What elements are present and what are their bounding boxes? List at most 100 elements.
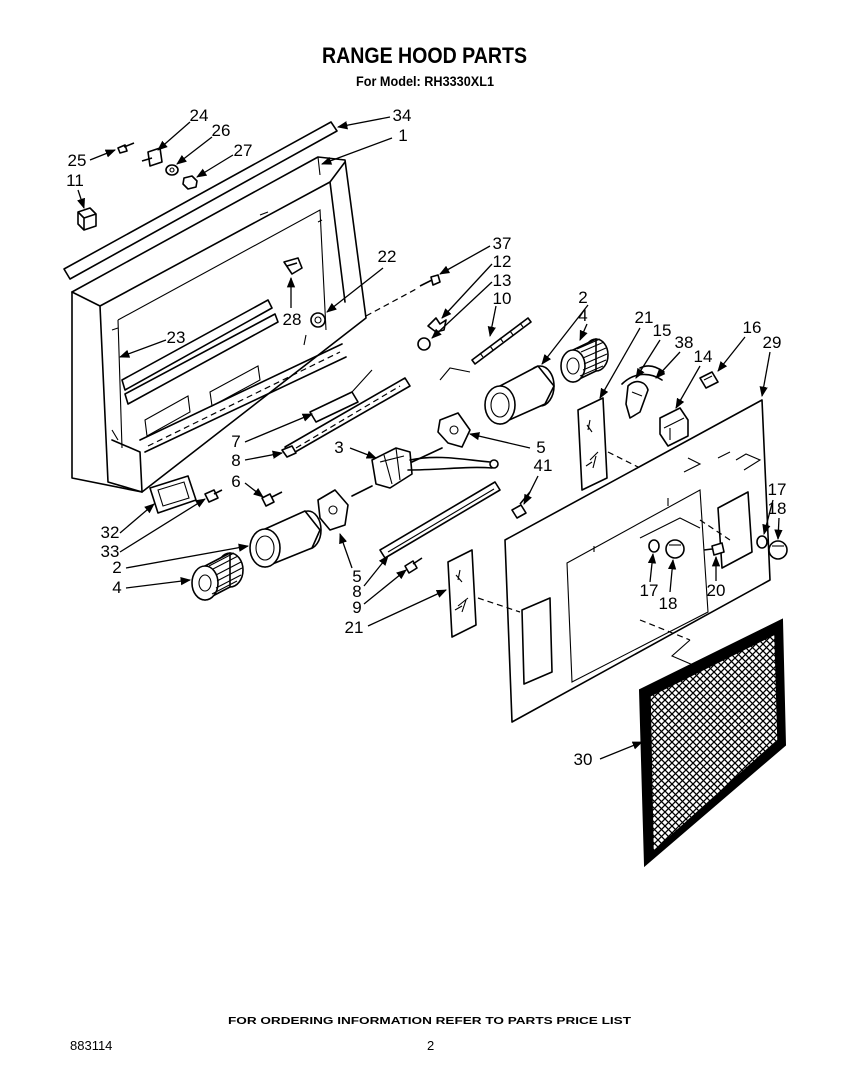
page-title: RANGE HOOD PARTS [322, 43, 527, 68]
callout-9: 9 [352, 598, 361, 617]
wire-harness-38-shape [621, 365, 665, 385]
lamp-bracket-shape [284, 377, 411, 456]
part-6-screw [261, 491, 283, 507]
callout-38: 38 [675, 333, 694, 352]
label-right-outline [577, 397, 608, 491]
part-16-switch [699, 371, 719, 389]
leader-line-2-right [541, 304, 589, 365]
callout-23: 23 [167, 328, 186, 347]
blower-left-inlet [255, 535, 275, 561]
washer-26-hole [169, 167, 175, 173]
leader-line-3 [349, 447, 377, 459]
callout-33: 33 [101, 542, 120, 561]
wire-clip-15-detail [631, 391, 643, 397]
part-11-junction-box [77, 207, 97, 231]
leader-line-18-right [774, 517, 783, 541]
callout-30: 30 [574, 750, 593, 769]
front-panel-outline [504, 399, 771, 723]
leader-line-6 [244, 482, 264, 498]
switch-bracket-14-shape [659, 407, 689, 447]
leader-line-7 [244, 413, 313, 443]
motor-shaft [351, 447, 443, 497]
callout-12: 12 [493, 252, 512, 271]
gasket-32-inner [157, 481, 190, 507]
motor-bracket-lower-shape [317, 489, 349, 531]
hood-side-details [111, 219, 323, 441]
callout-41: 41 [534, 456, 553, 475]
part-1-hood-body [71, 156, 367, 493]
callout-29: 29 [763, 333, 782, 352]
screw-41-shape [511, 491, 531, 519]
leader-line-16 [717, 336, 746, 372]
callout-8-lower: 8 [352, 582, 361, 601]
label-right-marks [585, 419, 599, 469]
front-panel-lamp-opening [566, 489, 709, 683]
part-4-fan-wheel-left [191, 552, 244, 601]
clip-28-shape [283, 257, 303, 275]
leader-line-8-upper [244, 450, 284, 461]
knob-insert-right-shape [756, 535, 768, 549]
callout-5-upper: 5 [536, 438, 545, 457]
label-left-outline [447, 549, 477, 638]
bracket-24-shape [141, 147, 163, 167]
part-38-wire-harness [621, 365, 665, 385]
part-10-rod [471, 317, 532, 365]
grease-rail-lower [124, 313, 279, 405]
wing-nut-12-shape [427, 317, 447, 333]
leader-line-17-lower [647, 552, 657, 583]
callout-17-lower: 17 [640, 581, 659, 600]
leader-line-29 [759, 351, 771, 398]
leader-line-23 [119, 339, 167, 358]
part-8-lamp-socket-lower [379, 481, 501, 559]
callout-26: 26 [212, 121, 231, 140]
lamp-socket-upper-shape [281, 445, 297, 458]
gasket-32-outer [149, 475, 197, 514]
motor-wire-connector [489, 459, 499, 469]
callout-18-lower: 18 [659, 594, 678, 613]
part-18-knob-lower [665, 539, 685, 559]
part-30-grease-filter [638, 618, 787, 868]
part-5-motor-bracket-lower [317, 489, 349, 531]
nut-13-shape [417, 337, 431, 351]
part-9-screw [404, 557, 423, 574]
leader-line-37 [439, 245, 491, 275]
leader-line-2-left [125, 543, 250, 569]
part-8-lamp-socket-upper [281, 445, 297, 458]
part-27-nut [182, 175, 198, 190]
blower-right-opening [484, 385, 516, 425]
nut-27-shape [182, 175, 198, 190]
part-4-fan-wheel-right [560, 338, 609, 383]
leader-line-21-right [599, 327, 641, 399]
leader-line-18-lower [667, 558, 677, 593]
part-22-grommet [310, 312, 326, 328]
part-26-washer [165, 164, 179, 176]
trim-strip-outline [63, 121, 338, 280]
callout-28: 28 [283, 310, 302, 329]
screw-33-shape [204, 489, 223, 503]
leader-line-14 [675, 365, 701, 409]
part-12-wing-nut [427, 317, 447, 333]
leader-line-12 [441, 263, 493, 319]
part-29-front-panel [504, 399, 771, 723]
callout-5-lower: 5 [352, 567, 361, 586]
filter-mesh-fill [650, 634, 778, 852]
callout-1: 1 [398, 126, 407, 145]
part-13-nut [417, 337, 431, 351]
part-41-screw [511, 491, 531, 519]
part-28-clip [283, 257, 303, 275]
callout-14: 14 [694, 347, 713, 366]
leader-line-5-upper [468, 432, 531, 449]
part-17-knob-insert-right [756, 535, 768, 549]
callout-2-left: 2 [112, 558, 121, 577]
leader-lines [77, 116, 783, 760]
part-14-switch-bracket [659, 407, 689, 447]
leader-line-13 [431, 281, 493, 339]
part-2-blower-housing-right [484, 365, 555, 425]
rod-10-threads [479, 322, 524, 358]
switch-16-shape [699, 371, 719, 389]
leader-line-26 [176, 136, 213, 165]
blower-left-opening [249, 528, 281, 568]
blower-right-inlet [490, 392, 510, 418]
screw-37-shape [419, 274, 441, 287]
callout-20: 20 [707, 581, 726, 600]
